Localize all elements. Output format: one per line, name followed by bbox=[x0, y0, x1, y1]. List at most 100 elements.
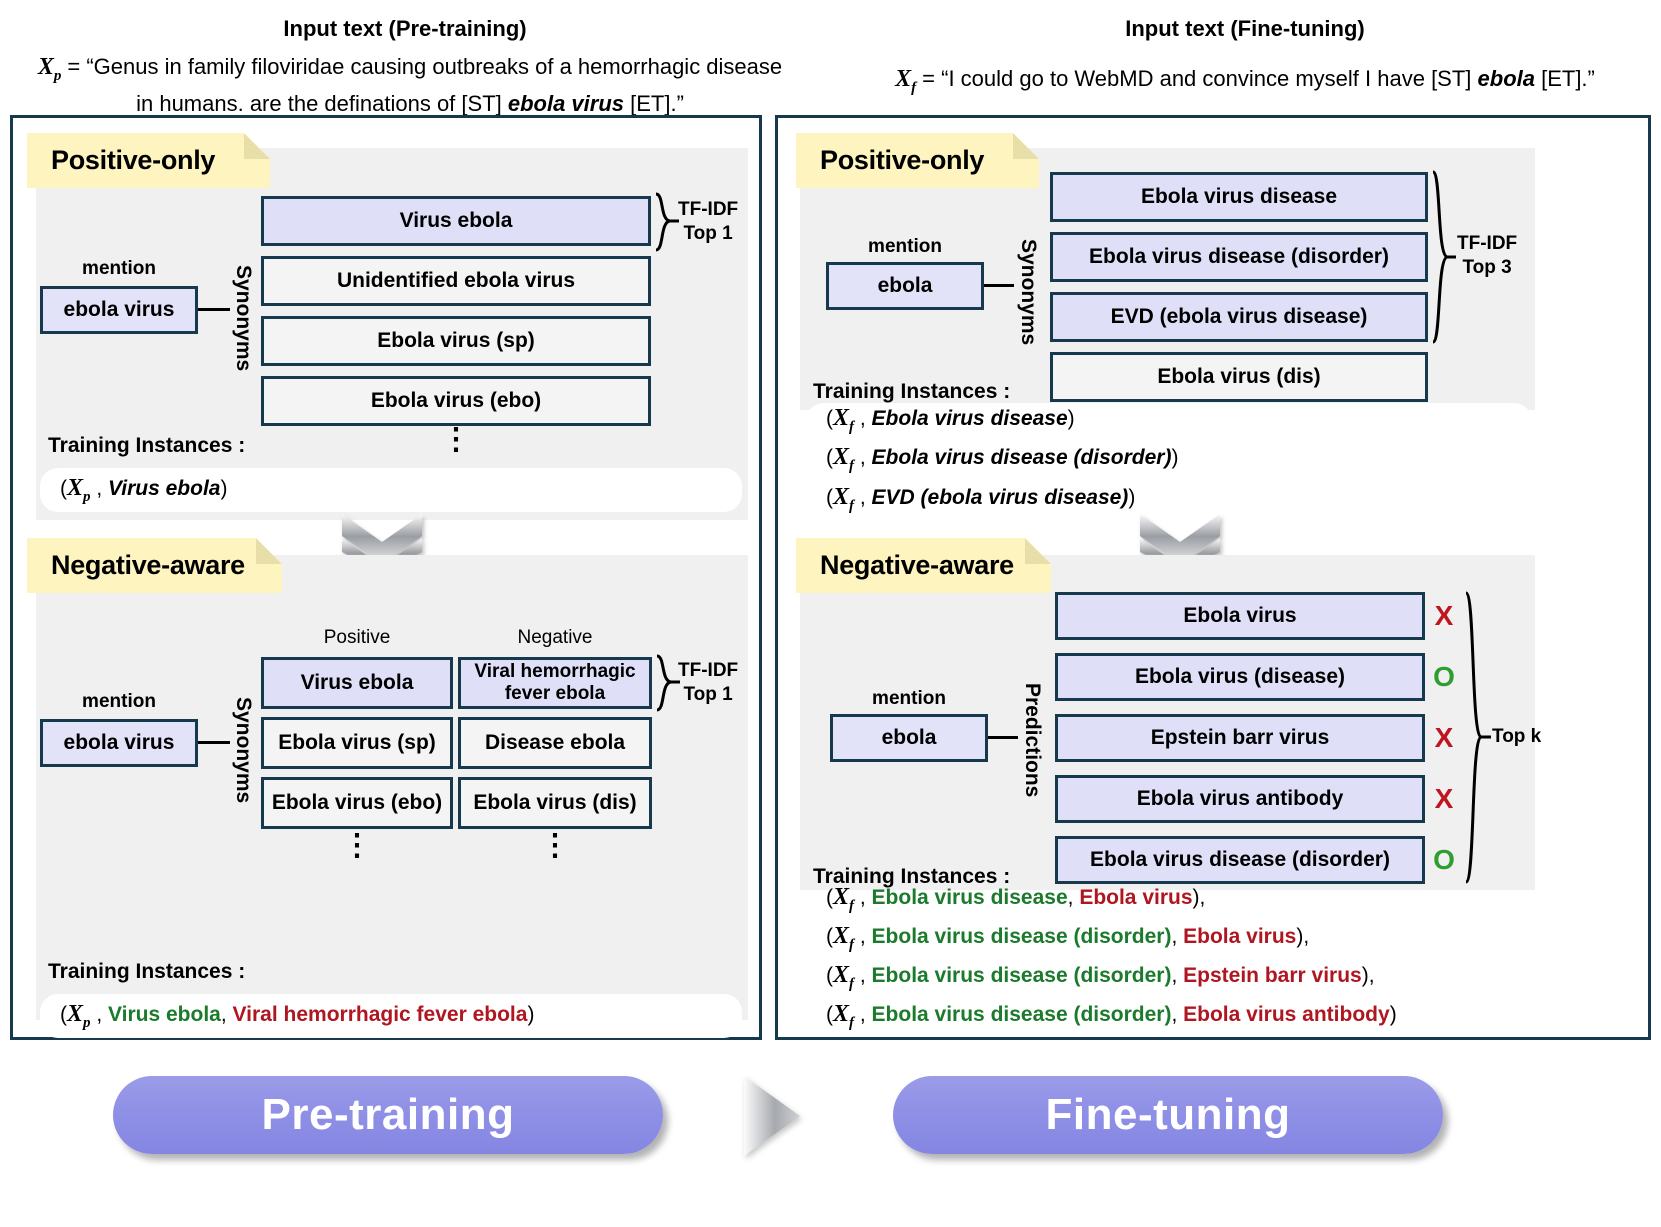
ti-close: ) bbox=[1389, 1003, 1397, 1027]
right-positive-candidate-3: Ebola virus (dis) bbox=[1050, 352, 1428, 402]
ti-negative-term: Ebola virus antibody bbox=[1183, 1003, 1390, 1027]
left-negative-bracket-icon bbox=[656, 654, 680, 712]
left-positive-candidate-0: Virus ebola bbox=[261, 196, 651, 246]
left-positive-bracket-line1: TF-IDF bbox=[678, 199, 739, 220]
left-negative-ti-label: Training Instances : bbox=[48, 960, 246, 983]
left-positive-mention-label: mention bbox=[82, 258, 156, 279]
left-negative-mention-box: ebola virus bbox=[40, 719, 198, 767]
right-negative-bracket-label: Top k bbox=[1492, 726, 1542, 747]
right-positive-ti-line-2: (Xf , EVD (ebola virus disease)) bbox=[826, 483, 1136, 514]
right-positive-ti-line-0: (Xf , Ebola virus disease) bbox=[826, 405, 1075, 436]
ti-var: Xp bbox=[67, 475, 91, 506]
right-negative-bracket-icon bbox=[1464, 591, 1491, 884]
ti-positive-term: Virus ebola bbox=[108, 477, 221, 501]
left-input-line1: “Genus in family filoviridae causing out… bbox=[86, 54, 783, 79]
left-positive-candidate-2: Ebola virus (sp) bbox=[261, 316, 651, 366]
left-negative-ti-line-0: (Xp , Virus ebola, Viral hemorrhagic fev… bbox=[60, 1001, 535, 1032]
left-positive-bracket-icon bbox=[655, 192, 679, 252]
left-input-eq: = bbox=[67, 54, 81, 79]
right-positive-bracket-line2: Top 3 bbox=[1462, 256, 1512, 278]
left-positive-ti-label: Training Instances : bbox=[48, 434, 246, 457]
right-input-eq: = bbox=[922, 66, 935, 91]
right-positive-bracket-icon bbox=[1431, 170, 1456, 344]
ti-positive-term: Ebola virus disease (disorder) bbox=[871, 964, 1172, 987]
left-input-text: Xp = “Genus in family filoviridae causin… bbox=[10, 50, 810, 119]
right-positive-connector bbox=[984, 284, 1014, 287]
right-input-line1-pre: “I could go to WebMD and convince myself… bbox=[941, 66, 1478, 91]
right-positive-bracket-label: TF-IDF Top 3 bbox=[1457, 232, 1517, 280]
left-positive-relation-label: Synonyms bbox=[232, 264, 255, 372]
left-negative-tab-label: Negative-aware bbox=[51, 550, 245, 580]
ti-positive-term: Ebola virus disease bbox=[871, 407, 1068, 431]
ti-positive-term: EVD (ebola virus disease) bbox=[871, 485, 1129, 509]
left-negative-col-positive-label: Positive bbox=[323, 627, 391, 648]
right-negative-mention-box: ebola bbox=[830, 714, 988, 762]
right-negative-prediction-1: Ebola virus (disease) bbox=[1055, 653, 1425, 701]
left-positive-ti-card: (Xp , Virus ebola) bbox=[40, 468, 742, 512]
right-input-mention-term: ebola bbox=[1477, 66, 1535, 91]
right-negative-mention-label: mention bbox=[872, 688, 946, 709]
right-negative-ti-label: Training Instances : bbox=[813, 865, 1011, 888]
right-negative-mark-3: X bbox=[1434, 783, 1454, 814]
right-negative-ti-line-2: (Xf , Ebola virus disease (disorder), Ep… bbox=[826, 962, 1375, 992]
right-negative-tab: Negative-aware bbox=[796, 538, 1051, 593]
left-negative-positive-2: Ebola virus (ebo) bbox=[261, 777, 453, 829]
ti-var: Xf bbox=[833, 962, 855, 992]
pretraining-pill[interactable]: Pre-training bbox=[113, 1076, 663, 1154]
left-positive-connector bbox=[198, 308, 230, 311]
right-positive-mention-label: mention bbox=[868, 236, 942, 257]
right-input-line1-post: [ET].” bbox=[1534, 66, 1595, 91]
ti-positive-term: Ebola virus disease (disorder) bbox=[871, 924, 1172, 948]
left-input-variable: Xp bbox=[37, 54, 62, 84]
ti-negative-term: Ebola virus bbox=[1183, 924, 1297, 948]
left-positive-ti-line-0: (Xp , Virus ebola) bbox=[60, 475, 228, 506]
right-positive-ti-card: (Xf , Ebola virus disease) (Xf , Ebola v… bbox=[806, 403, 1532, 515]
left-negative-negative-2: Ebola virus (dis) bbox=[458, 777, 652, 829]
right-negative-connector bbox=[988, 736, 1018, 739]
left-negative-positive-0: Virus ebola bbox=[261, 657, 453, 709]
ti-close: ), bbox=[1296, 924, 1310, 948]
ti-var: Xf bbox=[833, 444, 855, 475]
left-negative-col-negative-label: Negative bbox=[517, 627, 593, 648]
right-input-text: Xf = “I could go to WebMD and convince m… bbox=[830, 62, 1660, 100]
right-positive-ti-label: Training Instances : bbox=[813, 380, 1011, 403]
ti-positive-term: Ebola virus disease (disorder) bbox=[871, 1003, 1172, 1027]
right-negative-prediction-2: Epstein barr virus bbox=[1055, 714, 1425, 762]
right-negative-ti-line-3: (Xf , Ebola virus disease (disorder), Eb… bbox=[826, 1001, 1397, 1031]
left-negative-negative-1: Disease ebola bbox=[458, 717, 652, 769]
right-negative-mark-1: O bbox=[1433, 661, 1455, 692]
right-positive-candidate-2: EVD (ebola virus disease) bbox=[1050, 292, 1428, 342]
left-positive-mention-box: ebola virus bbox=[40, 286, 198, 334]
right-positive-tab: Positive-only bbox=[796, 133, 1039, 188]
right-positive-ti-line-1: (Xf , Ebola virus disease (disorder)) bbox=[826, 444, 1179, 475]
left-negative-tab: Negative-aware bbox=[27, 538, 282, 593]
right-negative-tab-label: Negative-aware bbox=[820, 550, 1014, 580]
right-negative-mark-2: X bbox=[1434, 722, 1454, 753]
ti-positive-term: Virus ebola bbox=[108, 1003, 221, 1027]
left-positive-tab-label: Positive-only bbox=[51, 145, 216, 175]
left-negative-positive-1: Ebola virus (sp) bbox=[261, 717, 453, 769]
ti-positive-term: Ebola virus disease bbox=[871, 885, 1068, 909]
left-negative-bracket-line2: Top 1 bbox=[683, 683, 733, 705]
right-positive-candidate-1: Ebola virus disease (disorder) bbox=[1050, 232, 1428, 282]
left-negative-negative-0: Viral hemorrhagic fever ebola bbox=[458, 657, 652, 709]
left-negative-bracket-line1: TF-IDF bbox=[678, 660, 739, 681]
right-header-title: Input text (Fine-tuning) bbox=[1125, 16, 1365, 41]
ti-negative-term: Viral hemorrhagic fever ebola bbox=[232, 1003, 528, 1027]
ti-positive-term: Ebola virus disease (disorder) bbox=[871, 446, 1172, 470]
ti-var: Xp bbox=[67, 1001, 91, 1032]
ti-var: Xf bbox=[833, 922, 855, 953]
left-positive-bracket-label: TF-IDF Top 1 bbox=[678, 198, 738, 246]
ti-var: Xf bbox=[833, 483, 855, 514]
right-negative-ti-line-0: (Xf , Ebola virus disease, Ebola virus), bbox=[826, 883, 1206, 914]
ti-var: Xf bbox=[833, 1001, 855, 1031]
left-header-title: Input text (Pre-training) bbox=[283, 16, 527, 41]
left-input-line2-pre: in humans. are the definations of [ST] bbox=[136, 90, 508, 116]
left-negative-relation-label: Synonyms bbox=[232, 696, 255, 804]
right-negative-ti-card: (Xf , Ebola virus disease, Ebola virus),… bbox=[806, 884, 1532, 1031]
right-input-variable: Xf bbox=[895, 66, 917, 96]
right-negative-relation-label: Predictions bbox=[1021, 682, 1044, 798]
left-positive-ellipsis: ⋮ bbox=[441, 423, 471, 456]
finetuning-pill[interactable]: Fine-tuning bbox=[893, 1076, 1443, 1154]
right-positive-relation-label: Synonyms bbox=[1017, 238, 1040, 346]
